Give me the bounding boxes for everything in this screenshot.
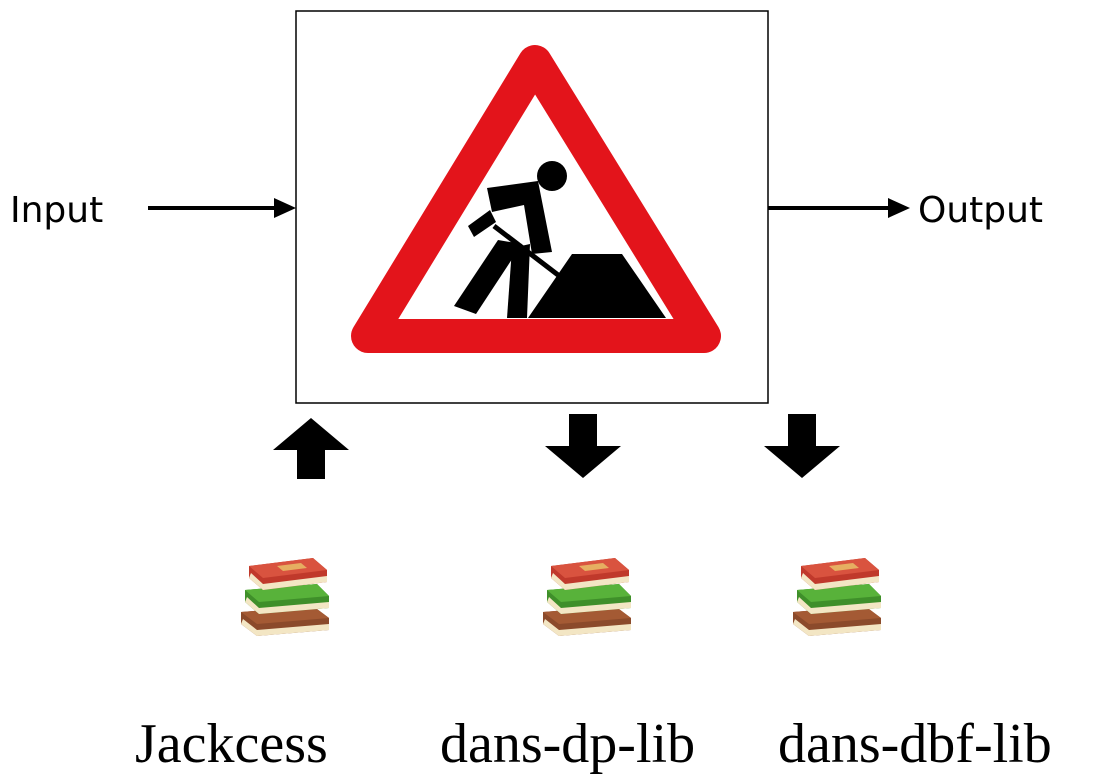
library-label-jackcess: Jackcess bbox=[135, 713, 328, 775]
up-arrow-jackcess bbox=[273, 418, 349, 479]
output-label: Output bbox=[918, 190, 1043, 231]
stack-of-books-icon bbox=[241, 558, 329, 636]
library-label-dans-dp-lib: dans-dp-lib bbox=[440, 713, 695, 775]
roadworks-warning-sign-icon bbox=[351, 45, 721, 353]
down-arrow-dans-dbf-lib bbox=[764, 414, 840, 478]
down-arrow-dans-dp-lib bbox=[545, 414, 621, 478]
input-label: Input bbox=[10, 190, 103, 231]
library-label-dans-dbf-lib: dans-dbf-lib bbox=[778, 713, 1052, 775]
output-arrow bbox=[768, 198, 910, 218]
stack-of-books-icon bbox=[793, 558, 881, 636]
input-arrow bbox=[148, 198, 296, 218]
stack-of-books-icon bbox=[543, 558, 631, 636]
